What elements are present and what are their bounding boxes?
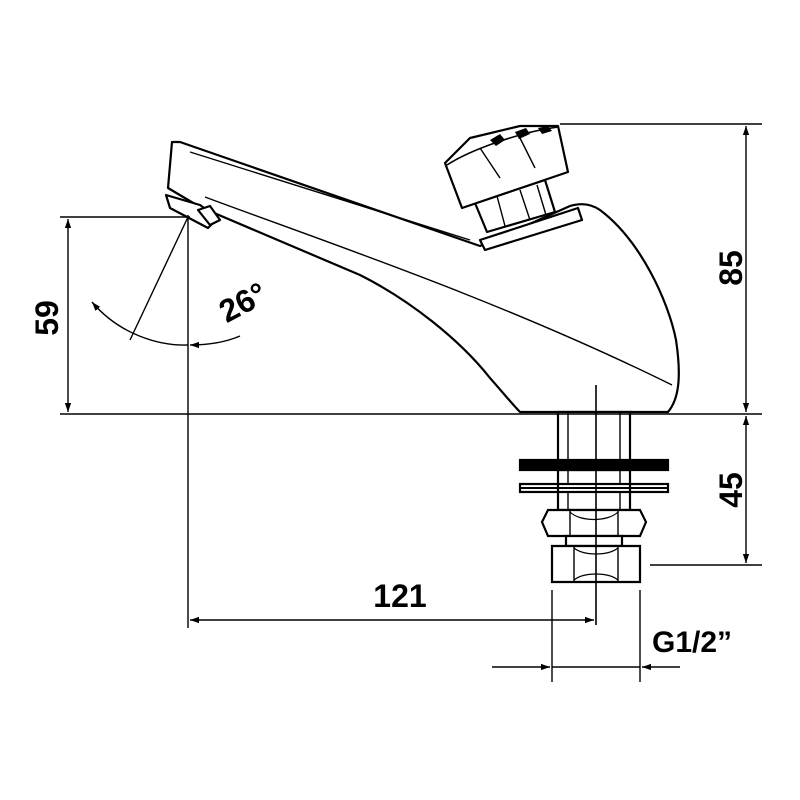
dimension-lines [60,123,762,682]
angle-arc [91,301,189,346]
body-center-line [204,196,673,386]
shank-assembly [518,410,670,584]
dim-121-label: 121 [373,578,426,614]
button-stem-lines [496,184,547,227]
button-cap [443,124,570,210]
push-button-head [443,124,584,252]
thread-size-label: G1/2” [652,626,732,659]
spout-angle-label: 26° [213,275,273,330]
dim-45-label: 45 [713,472,749,508]
jet-angle-line [129,216,189,341]
button-grip-marks [490,126,552,146]
angle-arc-right [189,335,241,349]
aerator-tip [196,204,222,227]
dim-59-label: 59 [29,300,65,336]
button-cap-facet [479,137,536,179]
seal-washer [518,458,670,472]
faucet-body [164,140,680,414]
nut-neck [564,534,624,548]
spout-highlight-line [189,151,471,241]
shank-tube [556,410,632,466]
dim-85-label: 85 [713,250,749,286]
button-collar [478,206,584,252]
lock-nut [540,508,648,538]
